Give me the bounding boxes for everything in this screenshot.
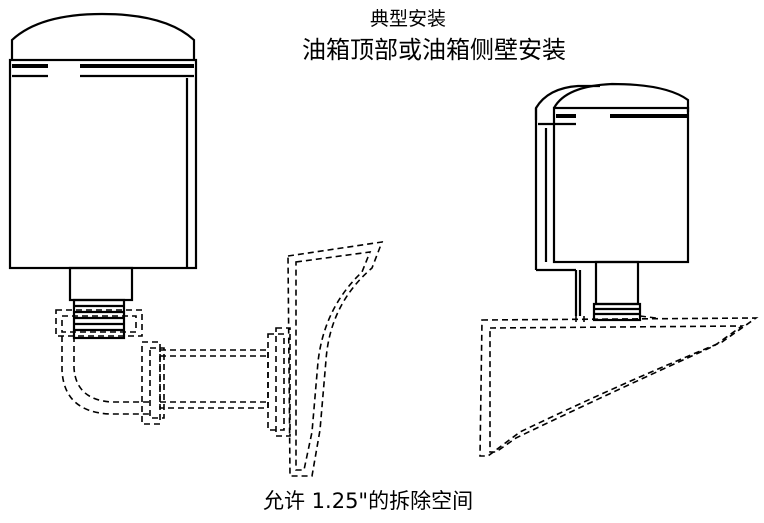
bracket-arm — [159, 349, 269, 409]
sensor-neck — [594, 260, 640, 306]
side-mount-bracket — [479, 315, 759, 457]
sensor-neck — [68, 266, 134, 302]
top-mount-sensor — [8, 12, 198, 340]
removal-clearance-caption: 允许 1.25"的拆除空间 — [263, 489, 474, 513]
sensor-housing — [552, 106, 690, 264]
sensor-dome-back — [534, 84, 600, 120]
sensor-dome — [10, 12, 196, 60]
side-mount-sensor — [534, 82, 690, 322]
bracket-elbow-inner — [73, 336, 150, 403]
tank-wall-outer — [287, 241, 384, 477]
diagram-subheading: 油箱顶部或油箱侧壁安装 — [302, 36, 566, 64]
threaded-fitting — [592, 302, 642, 322]
bracket-flange — [141, 341, 161, 425]
sensor-dome — [553, 82, 690, 112]
coupling — [55, 309, 143, 337]
bracket-top-inner — [489, 325, 745, 453]
sensor-housing — [8, 58, 198, 270]
bracket-elbow-outer — [61, 336, 150, 415]
tank-wall-inner — [295, 251, 372, 471]
bracket-top-outer — [479, 317, 759, 457]
top-mount-bracket — [55, 241, 384, 477]
diagram-heading: 典型安装 — [370, 8, 447, 30]
